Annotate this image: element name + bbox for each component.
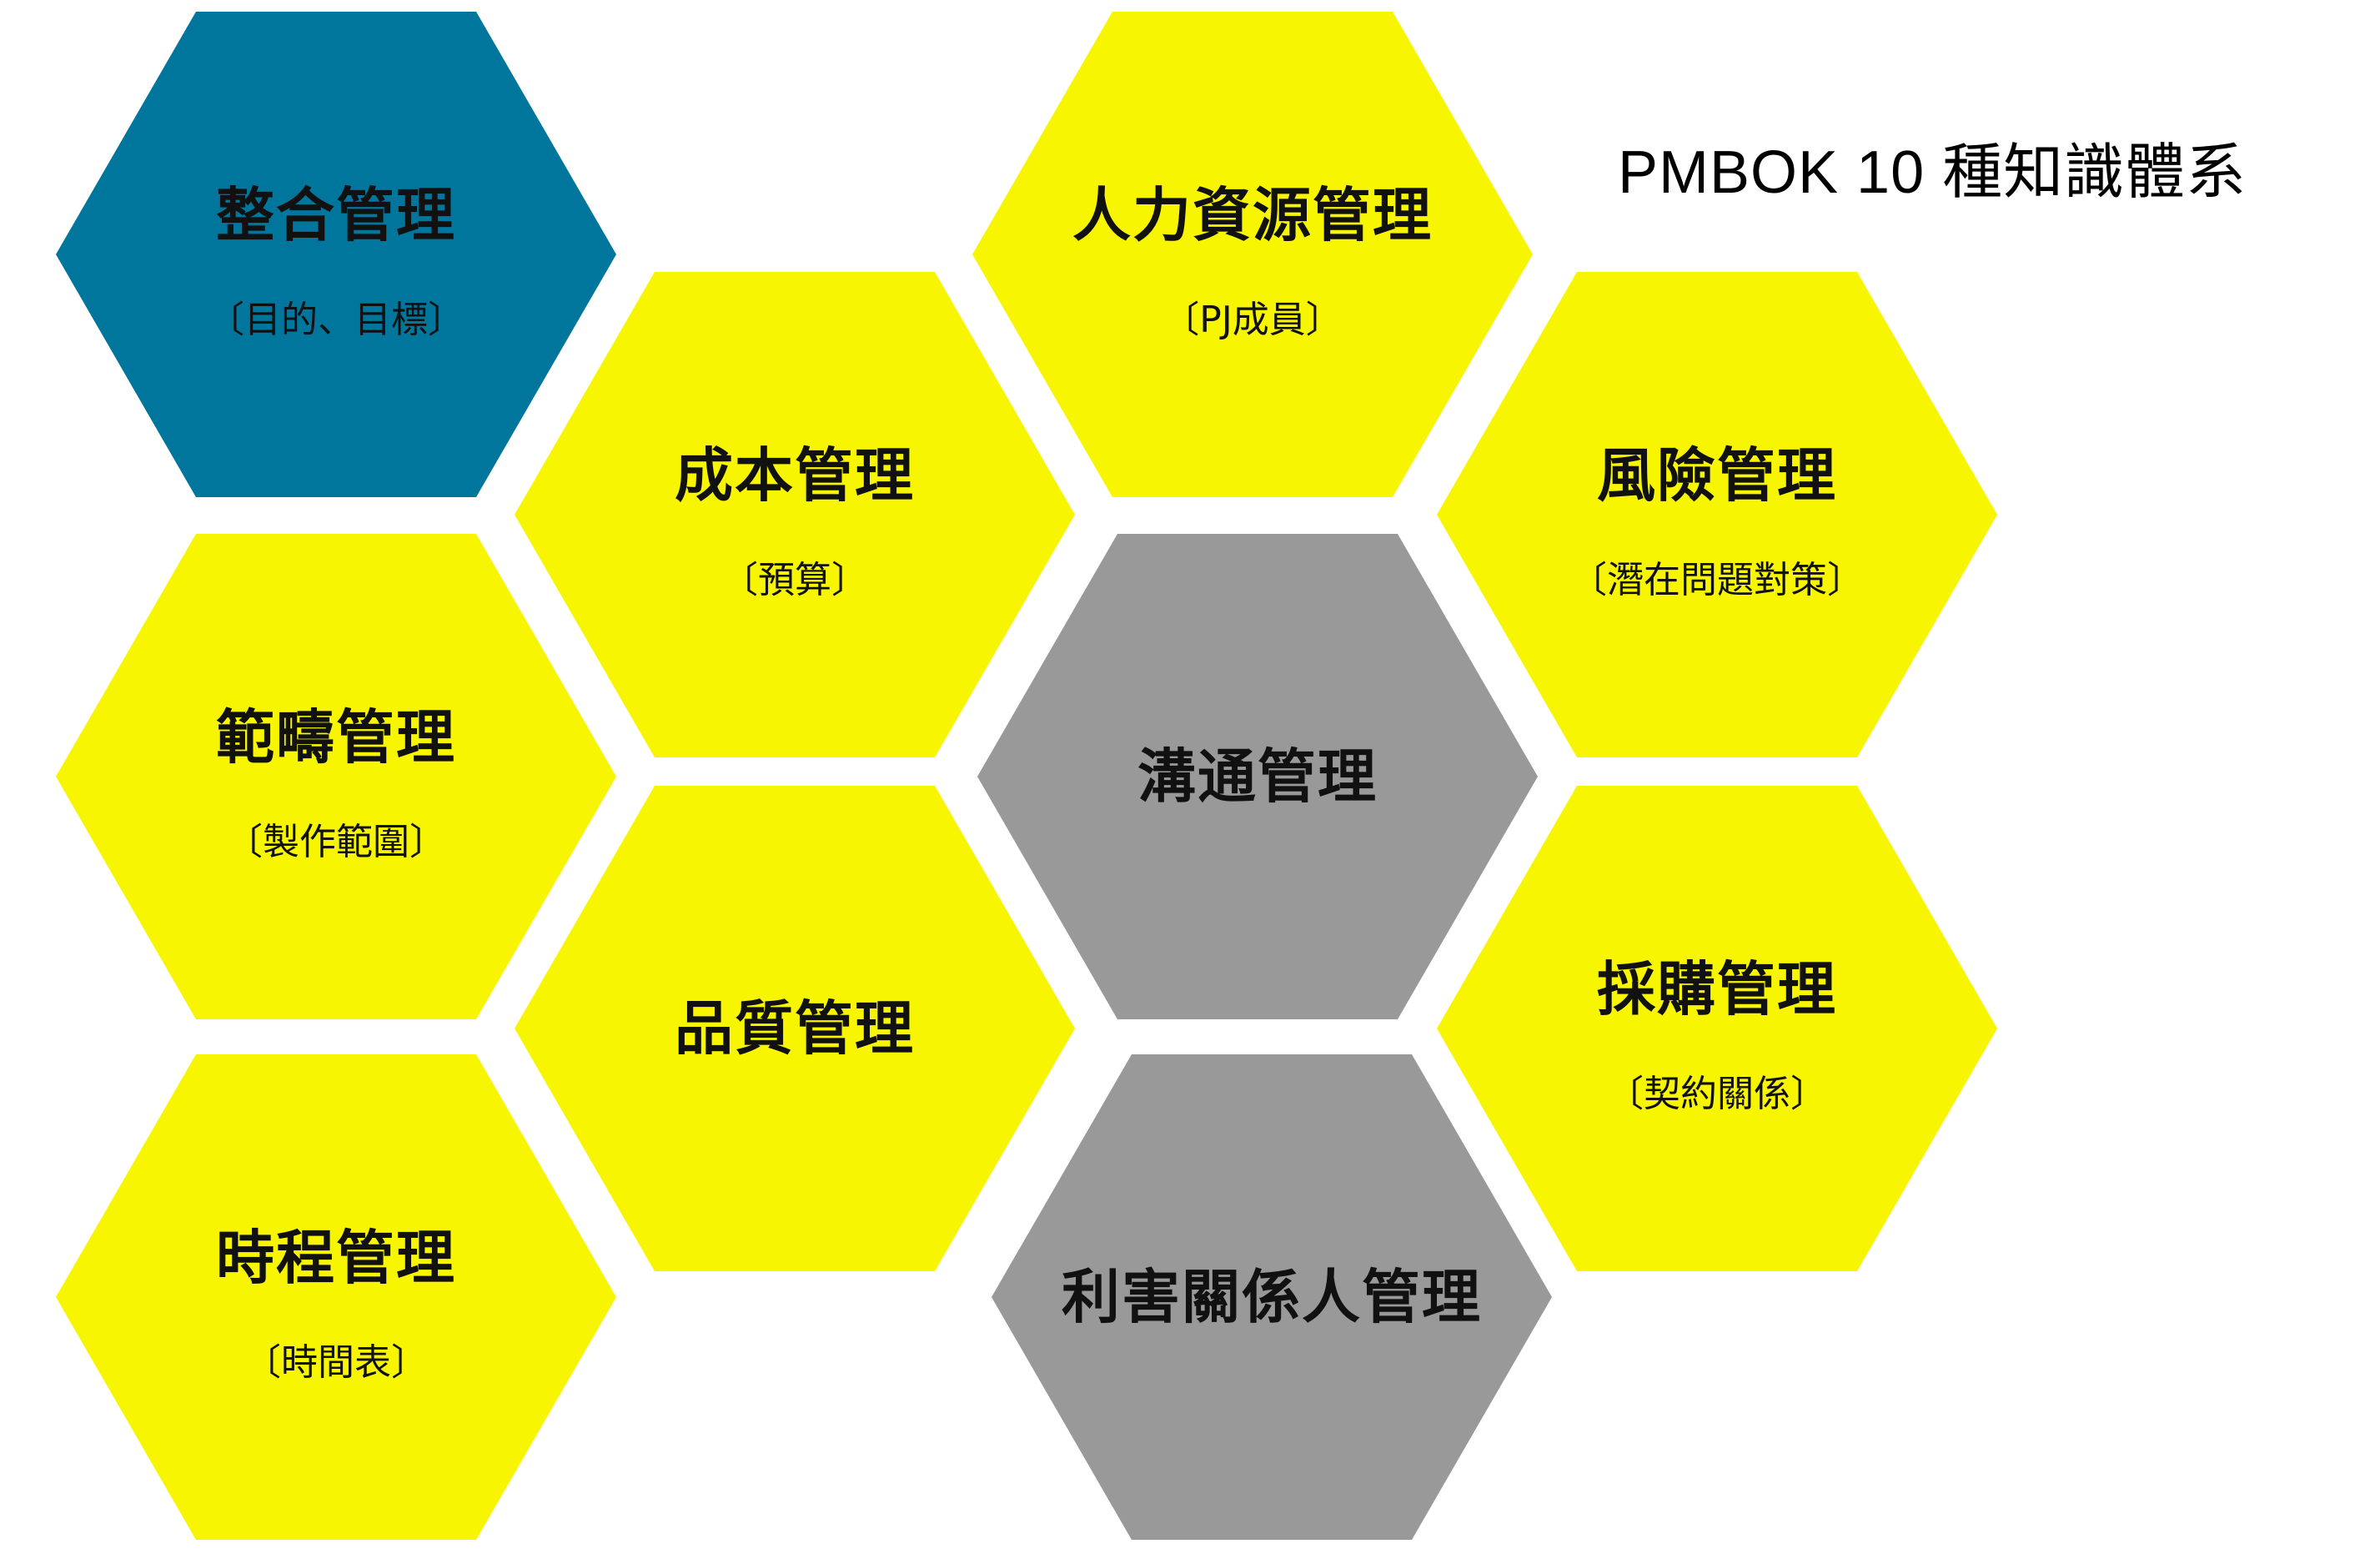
hex-integration-sub: 〔目的、目標〕 [208, 299, 464, 341]
hex-integration: 整合管理 〔目的、目標〕 [56, 12, 616, 497]
hex-cost-sub: 〔預算〕 [721, 559, 868, 601]
hex-human-resource: 人力資源管理 〔PJ成員〕 [972, 12, 1533, 497]
hex-human-resource-sub: 〔PJ成員〕 [1162, 299, 1343, 341]
hex-quality: 品質管理 [515, 786, 1075, 1271]
hex-quality-label: 品質管理 [675, 994, 915, 1063]
hex-risk-sub: 〔潛在問題對策〕 [1570, 559, 1864, 601]
hex-schedule-label: 時程管理 [216, 1224, 456, 1292]
hex-communication: 溝通管理 [977, 534, 1538, 1019]
hex-stakeholder-label: 利害關係人管理 [1062, 1263, 1482, 1331]
hex-stakeholder: 利害關係人管理 [992, 1054, 1552, 1540]
hex-scope-label: 範疇管理 [216, 703, 456, 772]
hex-risk: 風險管理 〔潛在問題對策〕 [1437, 272, 1997, 757]
hex-cost-label: 成本管理 [675, 441, 915, 510]
hex-integration-label: 整合管理 [216, 181, 456, 249]
hex-procurement-label: 採購管理 [1597, 955, 1837, 1023]
hex-communication-label: 溝通管理 [1137, 742, 1378, 811]
hex-risk-label: 風險管理 [1597, 441, 1837, 510]
hex-human-resource-label: 人力資源管理 [1072, 181, 1433, 249]
hex-scope-sub: 〔製作範圍〕 [226, 821, 446, 863]
hex-scope: 範疇管理 〔製作範圍〕 [56, 534, 616, 1019]
hex-schedule-sub: 〔時間表〕 [244, 1341, 428, 1384]
hex-cost: 成本管理 〔預算〕 [515, 272, 1075, 757]
hex-procurement-sub: 〔契約關係〕 [1607, 1073, 1827, 1115]
diagram-title: PMBOK 10 種知識體系 [1618, 139, 2247, 206]
hex-procurement: 採購管理 〔契約關係〕 [1437, 786, 1997, 1271]
hex-schedule: 時程管理 〔時間表〕 [56, 1054, 616, 1540]
